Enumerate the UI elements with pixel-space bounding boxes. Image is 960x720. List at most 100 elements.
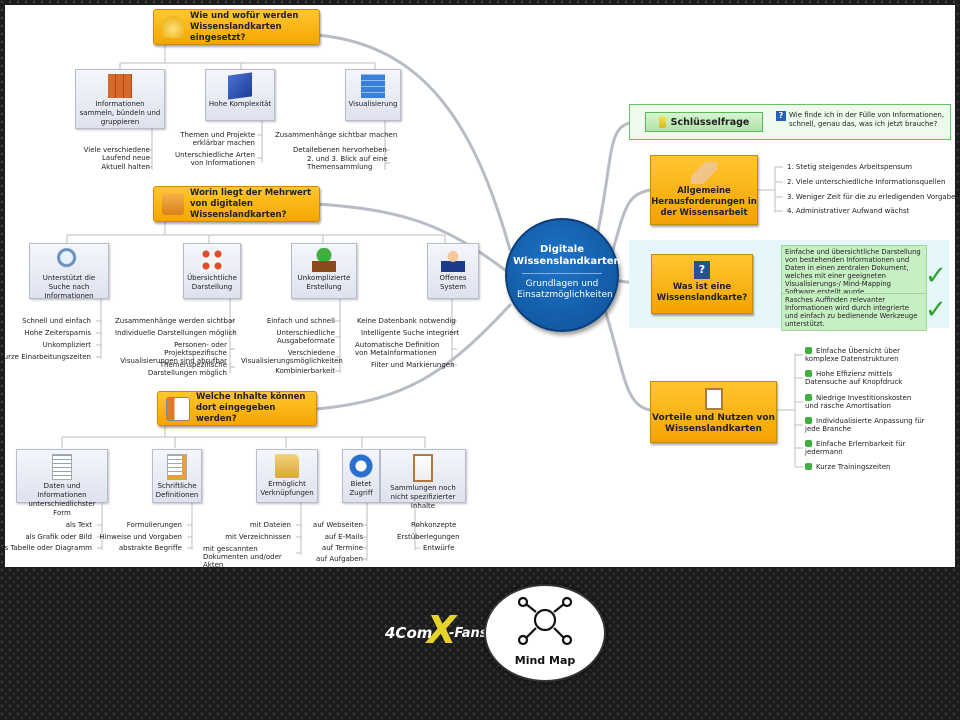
central-topic[interactable]: Digitale Wissenslandkarten Grundlagen un…	[505, 218, 621, 332]
sub-label: Unkomplizierte Erstellung	[297, 274, 351, 291]
benefit-item: Einfache Übersicht über komplexe Datenst…	[805, 347, 901, 363]
sub-label: Visualisierung	[348, 100, 398, 108]
benefit-item: Kurze Trainingszeiten	[805, 463, 925, 471]
thumbs-up-icon	[805, 463, 812, 470]
mind-map-slide: Wie und wofür werden Wissenslandkarten e…	[5, 5, 955, 567]
topic-einsatz-title: Wie und wofür werden Wissenslandkarten e…	[190, 10, 299, 43]
topic-inhalte[interactable]: Welche Inhalte können dort eingegeben we…	[157, 391, 317, 426]
sub-suche[interactable]: Unterstützt die Suche nach Informationen	[29, 243, 109, 300]
leaf-text: Individuelle Darstellungen möglich	[115, 329, 237, 337]
challenge-item: 3. Weniger Zeit für die zu erledigenden …	[787, 193, 955, 201]
topic-vorteile[interactable]: Vorteile und Nutzen von Wissenslandkarte…	[650, 381, 777, 443]
topic-einsatz[interactable]: Wie und wofür werden Wissenslandkarten e…	[153, 9, 320, 45]
definition-note: Einfache und übersichtliche Darstellung …	[781, 245, 927, 299]
sub-label: Übersichtliche Darstellung	[187, 274, 237, 291]
topic-herausforderungen-title: Allgemeine Herausforderungen in der Wiss…	[651, 186, 757, 218]
sub-label: Ermöglicht Verknüpfungen	[260, 480, 314, 497]
mind-map-badge-label: Mind Map	[514, 654, 576, 667]
book-icon	[228, 72, 252, 100]
sub-schriftliche-definitionen[interactable]: Schriftliche Definitionen	[152, 449, 202, 503]
bricks-icon	[108, 74, 132, 98]
leaf-text: Formulierungen	[126, 521, 182, 529]
leaf-text: auf Termine	[321, 544, 363, 552]
thumbs-up-icon	[805, 417, 812, 424]
checkmark-icon: ✓	[925, 261, 947, 291]
branch-line-benefits	[603, 308, 652, 412]
logo-text-fans: -Fans	[449, 626, 488, 641]
sub-label: Hohe Komplexität	[208, 100, 272, 108]
leaf-text: auf Webseiten	[312, 521, 363, 529]
leaf-text: Personen- oder Projektspezifische Visual…	[120, 341, 227, 365]
sub-label: Daten und Informationen unterschiedlichs…	[28, 482, 96, 517]
sub-daten-informationen[interactable]: Daten und Informationen unterschiedlichs…	[16, 449, 108, 517]
thumbs-up-icon	[805, 370, 812, 377]
sub-uebersichtliche-darstellung[interactable]: Übersichtliche Darstellung	[183, 243, 241, 299]
sub-offenes-system[interactable]: Offenes System	[427, 243, 479, 299]
topic-schluesselfrage-title: Schlüsselfrage	[670, 116, 750, 128]
leaf-text: als Tabelle oder Diagramm	[5, 544, 92, 552]
topic-was-ist-title: Was ist eine Wissenslandkarte?	[656, 282, 748, 303]
leaf-text: Filter und Markierungen	[371, 361, 455, 369]
question-mark-icon: ?	[776, 111, 786, 121]
logo-text-x: X	[427, 608, 457, 652]
org-chart-icon	[200, 248, 224, 272]
sub-label: Sammlungen noch nicht spezifizierter Inh…	[390, 484, 456, 510]
leaf-text: Erstüberlegungen	[397, 533, 460, 541]
info-desk-icon	[441, 248, 465, 272]
at-sign-icon	[349, 454, 373, 478]
leaf-text: Keine Datenbank notwendig	[357, 317, 456, 325]
sub-informationen-sammeln[interactable]: Informationen sammeln, bündeln und grupp…	[75, 69, 165, 129]
sub-unkomplizierte-erstellung[interactable]: Unkomplizierte Erstellung	[291, 243, 357, 299]
branch-line-key	[593, 120, 637, 247]
sub-label: Informationen sammeln, bündeln und grupp…	[79, 100, 161, 126]
sub-verknuepfungen[interactable]: Ermöglicht Verknüpfungen	[256, 449, 318, 503]
topic-vorteile-title: Vorteile und Nutzen von Wissenslandkarte…	[652, 413, 775, 434]
leaf-text: Themen und Projekte erklärbar machen	[180, 131, 255, 147]
logo-text-4com: 4Com	[385, 624, 433, 642]
branch-line-t1	[315, 33, 512, 252]
leaf-text: Aktuell halten	[101, 163, 150, 171]
thumbs-up-icon	[805, 394, 812, 401]
topic-schluesselfrage[interactable]: Schlüsselfrage	[645, 112, 763, 132]
branch-line-challenges	[608, 188, 652, 262]
sub-sammlungen[interactable]: Sammlungen noch nicht spezifizierter Inh…	[380, 449, 466, 510]
topic-herausforderungen[interactable]: Allgemeine Herausforderungen in der Wiss…	[650, 155, 758, 225]
benefit-item: Einfache Erlernbarkeit für jedermann	[805, 440, 906, 456]
topic-was-ist[interactable]: ? Was ist eine Wissenslandkarte?	[651, 254, 753, 314]
leaf-text: Zusammenhänge sichtbar machen	[275, 131, 398, 139]
challenge-item: 1. Stetig steigendes Arbeitspensum	[787, 163, 913, 171]
benefit-item: Hohe Effizienz mittels Datensuche auf Kn…	[805, 370, 903, 386]
sub-label: Unterstützt die Suche nach Informationen	[42, 274, 96, 300]
leaf-text: Detailebenen hervorheben	[293, 146, 387, 154]
branch-line-t2	[315, 202, 507, 272]
document-icon	[166, 396, 190, 421]
thumbs-up-icon	[805, 440, 812, 447]
thumbs-up-icon	[805, 347, 812, 354]
leaf-text: auf Aufgaben	[315, 555, 363, 563]
sub-visualisierung[interactable]: Visualisierung	[345, 69, 401, 121]
challenge-item: 4. Administrativer Aufwand wächst	[787, 207, 910, 215]
leaf-text: Verschiedene Visualisierungsmöglichkeite…	[241, 349, 343, 365]
question-book-icon: ?	[694, 261, 710, 279]
gift-box-icon	[162, 193, 184, 215]
leaf-text: auf E-Mails	[324, 533, 363, 541]
mind-map-skull-icon	[517, 596, 573, 646]
benefit-item: Individualisierte Anpassung für jede Bra…	[805, 417, 925, 433]
central-topic-subtitle: Grundlagen und Einsatzmöglichkeiten	[517, 279, 613, 300]
clipboard-icon	[413, 454, 433, 482]
plant-icon	[312, 248, 336, 272]
leaf-text: Schnell und einfach	[22, 317, 91, 325]
spreadsheet-icon	[52, 454, 72, 480]
sub-hohe-komplexitaet[interactable]: Hohe Komplexität	[205, 69, 275, 121]
leaf-text: Zusammenhänge werden sichtbar	[115, 317, 236, 325]
bandage-icon	[691, 162, 717, 184]
leaf-text: Viele verschiedene	[83, 146, 150, 154]
leaf-text: Laufend neue	[102, 154, 150, 162]
leaf-text: mit Dateien	[249, 521, 291, 529]
central-topic-title: Digitale Wissenslandkarten	[513, 244, 621, 267]
leaf-text: 2. und 3. Blick auf eine Themensammlung	[307, 155, 388, 171]
topic-mehrwert[interactable]: Worin liegt der Mehrwert von digitalen W…	[153, 186, 320, 222]
sub-bietet-zugriff[interactable]: Bietet Zugriff	[342, 449, 380, 503]
sub-label: Schriftliche Definitionen	[155, 482, 199, 499]
logo-4comx-fans: 4Com X -Fans	[385, 608, 505, 652]
